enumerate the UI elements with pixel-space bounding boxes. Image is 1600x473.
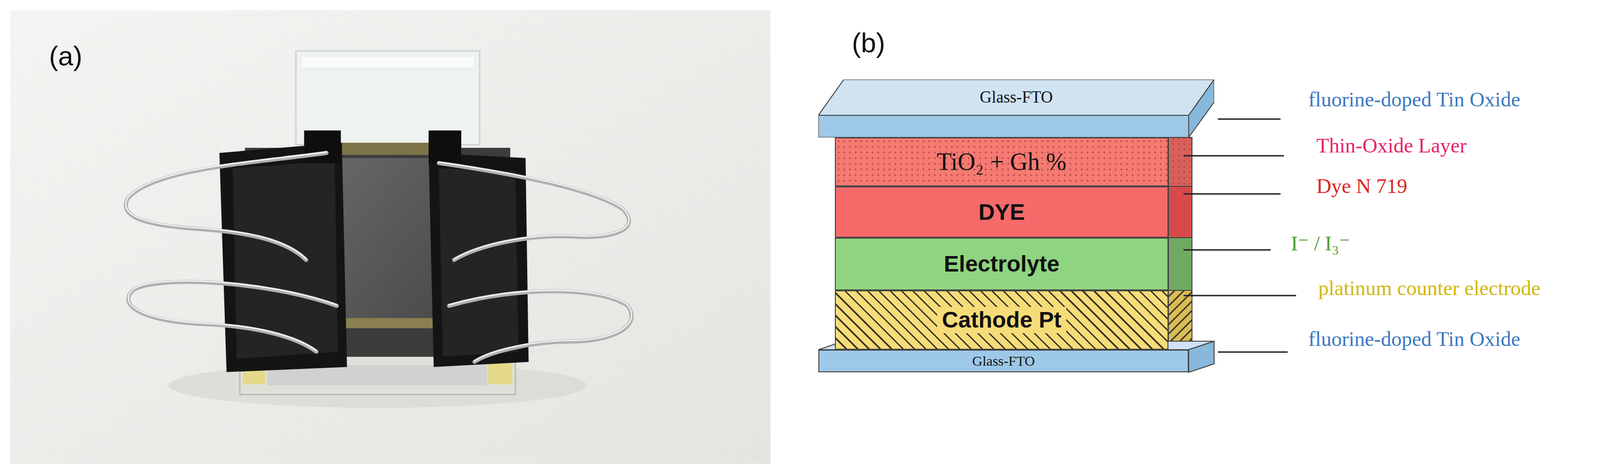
layer-name: I⁻ / I₃⁻ (1290, 232, 1350, 257)
layer-label: DYE (978, 199, 1026, 226)
layer-name: fluorine-doped Tin Oxide (1308, 88, 1521, 113)
layer-label: Cathode Pt (937, 307, 1066, 334)
electrolyte-layer: Electrolyte (834, 237, 1169, 291)
panel-letter: (a) (48, 40, 83, 73)
leader-lines (1183, 119, 1297, 353)
tio2-layer: TiO₂ + Gh % (834, 137, 1169, 187)
panel-letter: (b) (851, 27, 886, 59)
glass-fto-slab: Glass-FTO (818, 79, 1215, 138)
layer-label: TiO₂ + Gh % (936, 147, 1067, 177)
dye-layer: DYE (834, 186, 1169, 238)
slab-face (1188, 79, 1215, 138)
layer-name: Dye N 719 (1316, 174, 1408, 199)
cathode-layer: Cathode Pt (834, 290, 1169, 351)
layer-label: Electrolyte (943, 251, 1060, 278)
slab-face (818, 115, 1189, 138)
layer-label: Glass-FTO (972, 353, 1036, 370)
layer-side-faces (818, 137, 1215, 373)
layer-name: fluorine-doped Tin Oxide (1308, 327, 1521, 352)
layer-label: Glass-FTO (979, 88, 1054, 107)
layer-name: Thin-Oxide Layer (1316, 134, 1467, 159)
slab-face (818, 79, 1215, 116)
glass-fto-slab: Glass-FTO (818, 350, 1189, 373)
layer-name: platinum counter electrode (1318, 277, 1541, 302)
cell-photo (10, 10, 771, 465)
